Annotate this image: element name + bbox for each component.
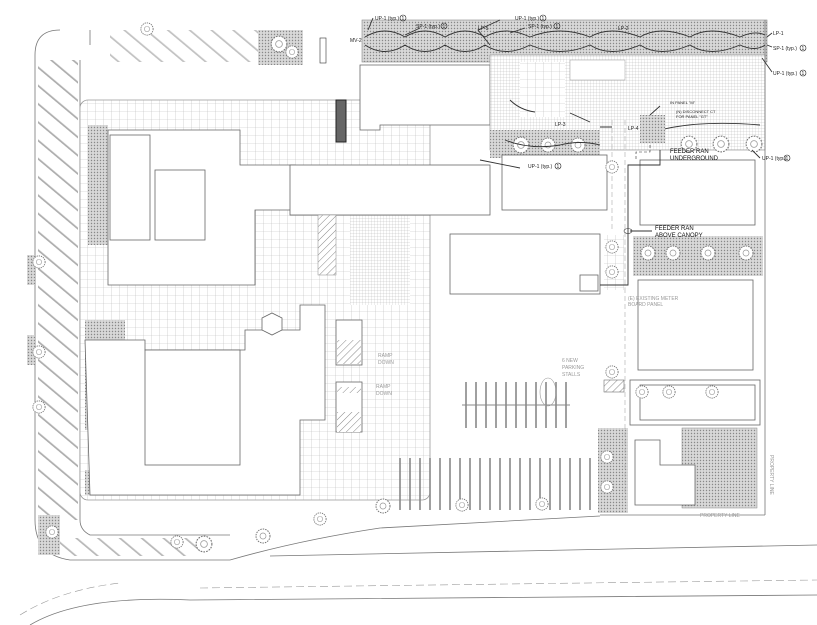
callout-up1-a: UP-1 (typ.): [375, 16, 400, 22]
note-marker: 1: [557, 164, 560, 170]
callout-mv2: MV-2: [350, 38, 362, 44]
callout-sp1-a: SP-1 (typ.): [416, 24, 440, 30]
ramp-2-label-2: DOWN: [376, 391, 392, 397]
ramp-2-label: RAMP: [376, 384, 391, 390]
new-stalls-label-2: PARKING: [562, 365, 584, 371]
disconnect-note: (N) DISCONNECT CT: [676, 109, 716, 114]
callout-sp1-c: SP-1 (typ.): [773, 46, 797, 52]
west-parking-lot: [27, 22, 303, 561]
callout-up1-d: UP-1 (typ.): [528, 164, 553, 170]
callout-lp4: LP-4: [628, 126, 639, 132]
note-marker: 1: [786, 156, 789, 162]
note-marker: 1: [802, 46, 805, 52]
feeder-canopy-note: FEEDER RAN: [655, 226, 694, 232]
ramp-1-label: RAMP: [378, 353, 393, 359]
disconnect-note-2: FOR PANEL "GT": [676, 114, 708, 119]
fixture-circuits: [364, 30, 766, 286]
feeder-canopy-note-2: ABOVE CANOPY: [655, 233, 703, 239]
callout-up1-b: UP-1 (typ.): [515, 16, 540, 22]
property-line-label-vertical: PROPERTY LINE: [768, 455, 774, 495]
callout-up1-c: UP-1 (typ.): [773, 71, 798, 77]
parking-stalls: 6 NEW PARKING STALLS: [255, 358, 591, 544]
new-stalls-label-3: STALLS: [562, 372, 581, 378]
note-marker: 1: [542, 16, 545, 22]
east-lot: [361, 19, 768, 516]
feeder-underground-note-2: UNDERGROUND: [670, 156, 719, 162]
callout-lp1: LP-1: [773, 31, 784, 37]
callout-lp2: LP-2: [618, 26, 629, 32]
ramp-1-label-2: DOWN: [378, 360, 394, 366]
note-marker: 1: [443, 24, 446, 30]
meter-board-note: (E) EXISTING METER: [628, 296, 679, 302]
existing-buildings: [84, 37, 491, 496]
meter-board-note-2: BOARD PANEL: [628, 302, 663, 308]
panel-m-note: IN PANEL "M": [670, 100, 696, 105]
street: [19, 515, 817, 625]
feeder-underground-note: FEEDER RAN: [670, 149, 709, 155]
callout-lp3: LP-3: [555, 122, 566, 128]
callout-sp1-b: SP-1 (typ.): [528, 24, 552, 30]
note-marker: 1: [556, 24, 559, 30]
property-line-label: PROPERTY LINE: [700, 513, 740, 519]
new-stalls-label: 6 NEW: [562, 358, 578, 364]
ramps: RAMP DOWN RAMP DOWN: [335, 319, 394, 433]
note-marker: 1: [802, 71, 805, 77]
note-marker: 1: [402, 16, 405, 22]
callout-lp5: LP-5: [478, 26, 489, 32]
callouts: UP-1 (typ.) SP-1 (typ.) UP-1 (typ.) SP-1…: [350, 14, 807, 519]
callout-up1-e: UP-1 (typ.): [762, 156, 787, 162]
